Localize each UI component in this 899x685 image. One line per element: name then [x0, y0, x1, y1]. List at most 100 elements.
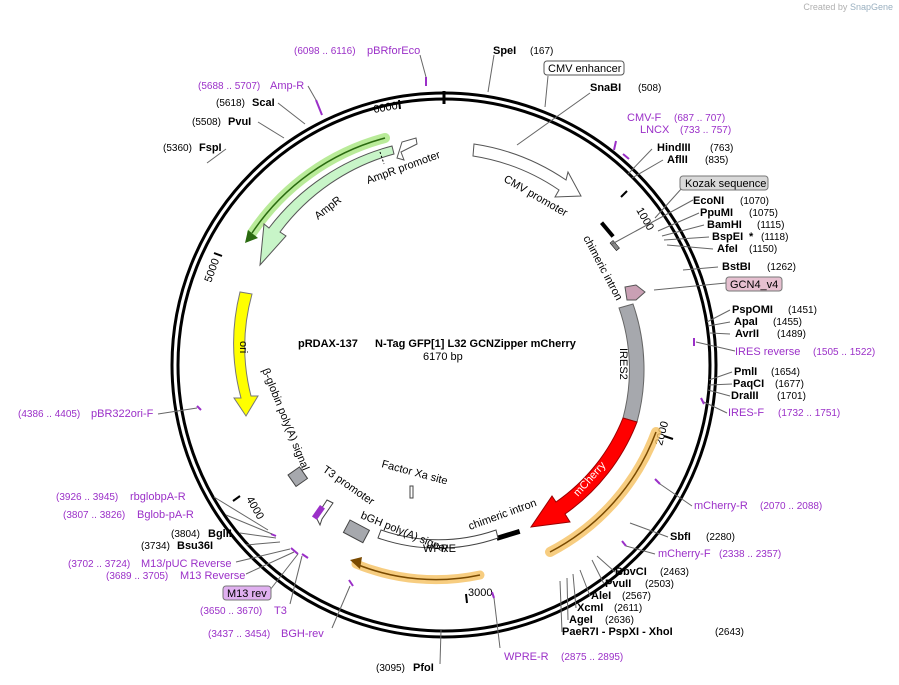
primer-wpre-r: WPRE-R — [504, 651, 549, 663]
site-aflii-pos: (835) — [705, 155, 728, 166]
site-bbvci: BbvCI — [615, 566, 647, 578]
site-pfoi-pos: (3095) — [376, 663, 405, 674]
site-paqci-pos: (1677) — [775, 379, 804, 390]
site-bspei: BspEI — [712, 231, 743, 243]
ampr-label: AmpR — [312, 194, 344, 222]
lead-kozak — [654, 187, 683, 219]
kozak-label: Kozak sequence — [685, 178, 766, 190]
site-hindiii-pos: (763) — [710, 143, 733, 154]
site-bamhi: BamHI — [707, 219, 742, 231]
bgh-polya-feature[interactable] — [342, 519, 371, 544]
lead-m13-rev-box — [269, 553, 299, 591]
lead-bglii — [239, 532, 277, 539]
primer-cmv-f: CMV-F — [627, 112, 662, 124]
primer-mark-bgh-rev — [348, 579, 354, 587]
site-paqci: PaqCI — [733, 378, 764, 390]
beta-globin-polya-label: β-globin poly(A) signal — [259, 367, 311, 473]
credit-prefix: Created by — [803, 2, 848, 12]
tick-label-3000: 3000 — [468, 587, 492, 599]
primer-mark-mcherry-f — [621, 540, 627, 547]
tick-label-1000: 1000 — [633, 206, 656, 233]
site-bglii: BglII — [208, 528, 232, 540]
ori-feature[interactable] — [233, 291, 259, 417]
primer-m13puc-reverse-range: (3702 .. 3724) — [68, 559, 130, 570]
chimeric-intron-2-label: chimeric intron — [467, 497, 538, 533]
lead-draiii — [707, 389, 731, 397]
snapgene-credit: Created by SnapGene — [803, 2, 893, 12]
site-xcmi-pos: (2611) — [614, 603, 642, 614]
primer-lncx-range: (733 .. 757) — [680, 125, 731, 136]
primer-cmv-f-range: (687 .. 707) — [674, 113, 725, 124]
site-sbfi: SbfI — [670, 531, 691, 543]
primer-wpre-r-range: (2875 .. 2895) — [561, 652, 623, 663]
site-pspomi: PspOMI — [732, 304, 773, 316]
m13-rev-box[interactable] — [222, 585, 272, 601]
site-bspei-star: * — [749, 231, 754, 243]
gcn4-label: GCN4_v4 — [730, 279, 778, 291]
wpre-feature[interactable] — [377, 529, 499, 549]
lead-agei — [566, 577, 569, 621]
tick-label-5000: 5000 — [203, 257, 223, 284]
site-apai: ApaI — [734, 316, 758, 328]
lead-rbglobpa-r — [213, 496, 269, 531]
lead-pvui — [257, 121, 285, 139]
gcn4-v4-feature[interactable] — [624, 284, 646, 301]
lead-apai — [707, 321, 731, 327]
primer-mark-ires-f — [700, 397, 705, 405]
site-afei-pos: (1150) — [749, 244, 777, 255]
plasmid-length: 6170 bp — [423, 351, 463, 363]
primer-bgh-rev-range: (3437 .. 3454) — [208, 629, 270, 640]
site-xcmi: XcmI — [577, 602, 603, 614]
factor-xa-feature[interactable] — [409, 485, 414, 499]
lead-lines — [157, 54, 736, 665]
bgh-polya-label: bGH poly(A) signal — [359, 510, 449, 556]
site-snabi: SnaBI — [590, 82, 621, 94]
lead-bgh-rev — [331, 585, 351, 629]
primer-m13-reverse: M13 Reverse — [180, 570, 245, 582]
site-fspi-pos: (5360) — [163, 143, 192, 154]
primer-amp-r-range: (5688 .. 5707) — [198, 81, 260, 92]
lead-pbrforeco — [419, 54, 427, 78]
primer-mark-wpre-r — [491, 591, 495, 599]
m13-rev-feature[interactable] — [311, 505, 325, 520]
lead-alei — [579, 569, 591, 597]
primer-mcherry-f-range: (2338 .. 2357) — [719, 549, 781, 560]
cmv-promoter-feature[interactable] — [472, 143, 582, 198]
site-scai: ScaI — [252, 97, 275, 109]
lead-gcn4 — [653, 282, 727, 291]
site-avrii-pos: (1489) — [777, 329, 806, 340]
ampr-feature[interactable] — [259, 145, 395, 267]
lead-pbr322ori-f — [157, 407, 198, 415]
site-pvuii-pos: (2503) — [645, 579, 674, 590]
wpre-highlight-arrowhead — [350, 557, 362, 569]
site-aflii: AflII — [667, 154, 688, 166]
site-pvuii: PvuII — [605, 578, 631, 590]
mcherry-feature[interactable] — [529, 417, 638, 528]
ampr-promoter-feature[interactable] — [396, 137, 418, 161]
chimeric-intron-1-feature[interactable] — [599, 221, 615, 238]
cmv-enhancer-box[interactable] — [543, 60, 625, 76]
primer-mcherry-f: mCherry-F — [658, 548, 711, 560]
ires2-label: IRES2 — [617, 348, 629, 380]
gcn4-box[interactable] — [725, 276, 783, 292]
site-ppumi-pos: (1075) — [749, 208, 778, 219]
site-draiii: DraIII — [731, 390, 759, 402]
tick-mark-1000 — [620, 190, 628, 198]
site-alei: AleI — [591, 590, 611, 602]
kozak-box[interactable] — [679, 175, 769, 191]
plasmid-name: pRDAX-137 — [298, 338, 358, 350]
site-alei-pos: (2567) — [622, 591, 651, 602]
lead-bstbi — [682, 266, 719, 271]
cmv-enhancer-label: CMV enhancer — [548, 63, 622, 75]
site-ppumi: PpuMI — [700, 207, 733, 219]
site-bstbi: BstBI — [722, 261, 751, 273]
primer-mark-t3 — [301, 553, 309, 559]
chimeric-intron-2-feature[interactable] — [496, 528, 521, 541]
primer-rbglobpa-r-range: (3926 .. 3945) — [56, 492, 118, 503]
primer-lncx: LNCX — [640, 124, 670, 136]
primer-mark-lncx — [622, 153, 630, 160]
beta-globin-polya-feature[interactable] — [287, 466, 309, 488]
primer-rbglobpa-r: rbglobpA-R — [130, 491, 186, 503]
lead-scai — [277, 102, 306, 125]
